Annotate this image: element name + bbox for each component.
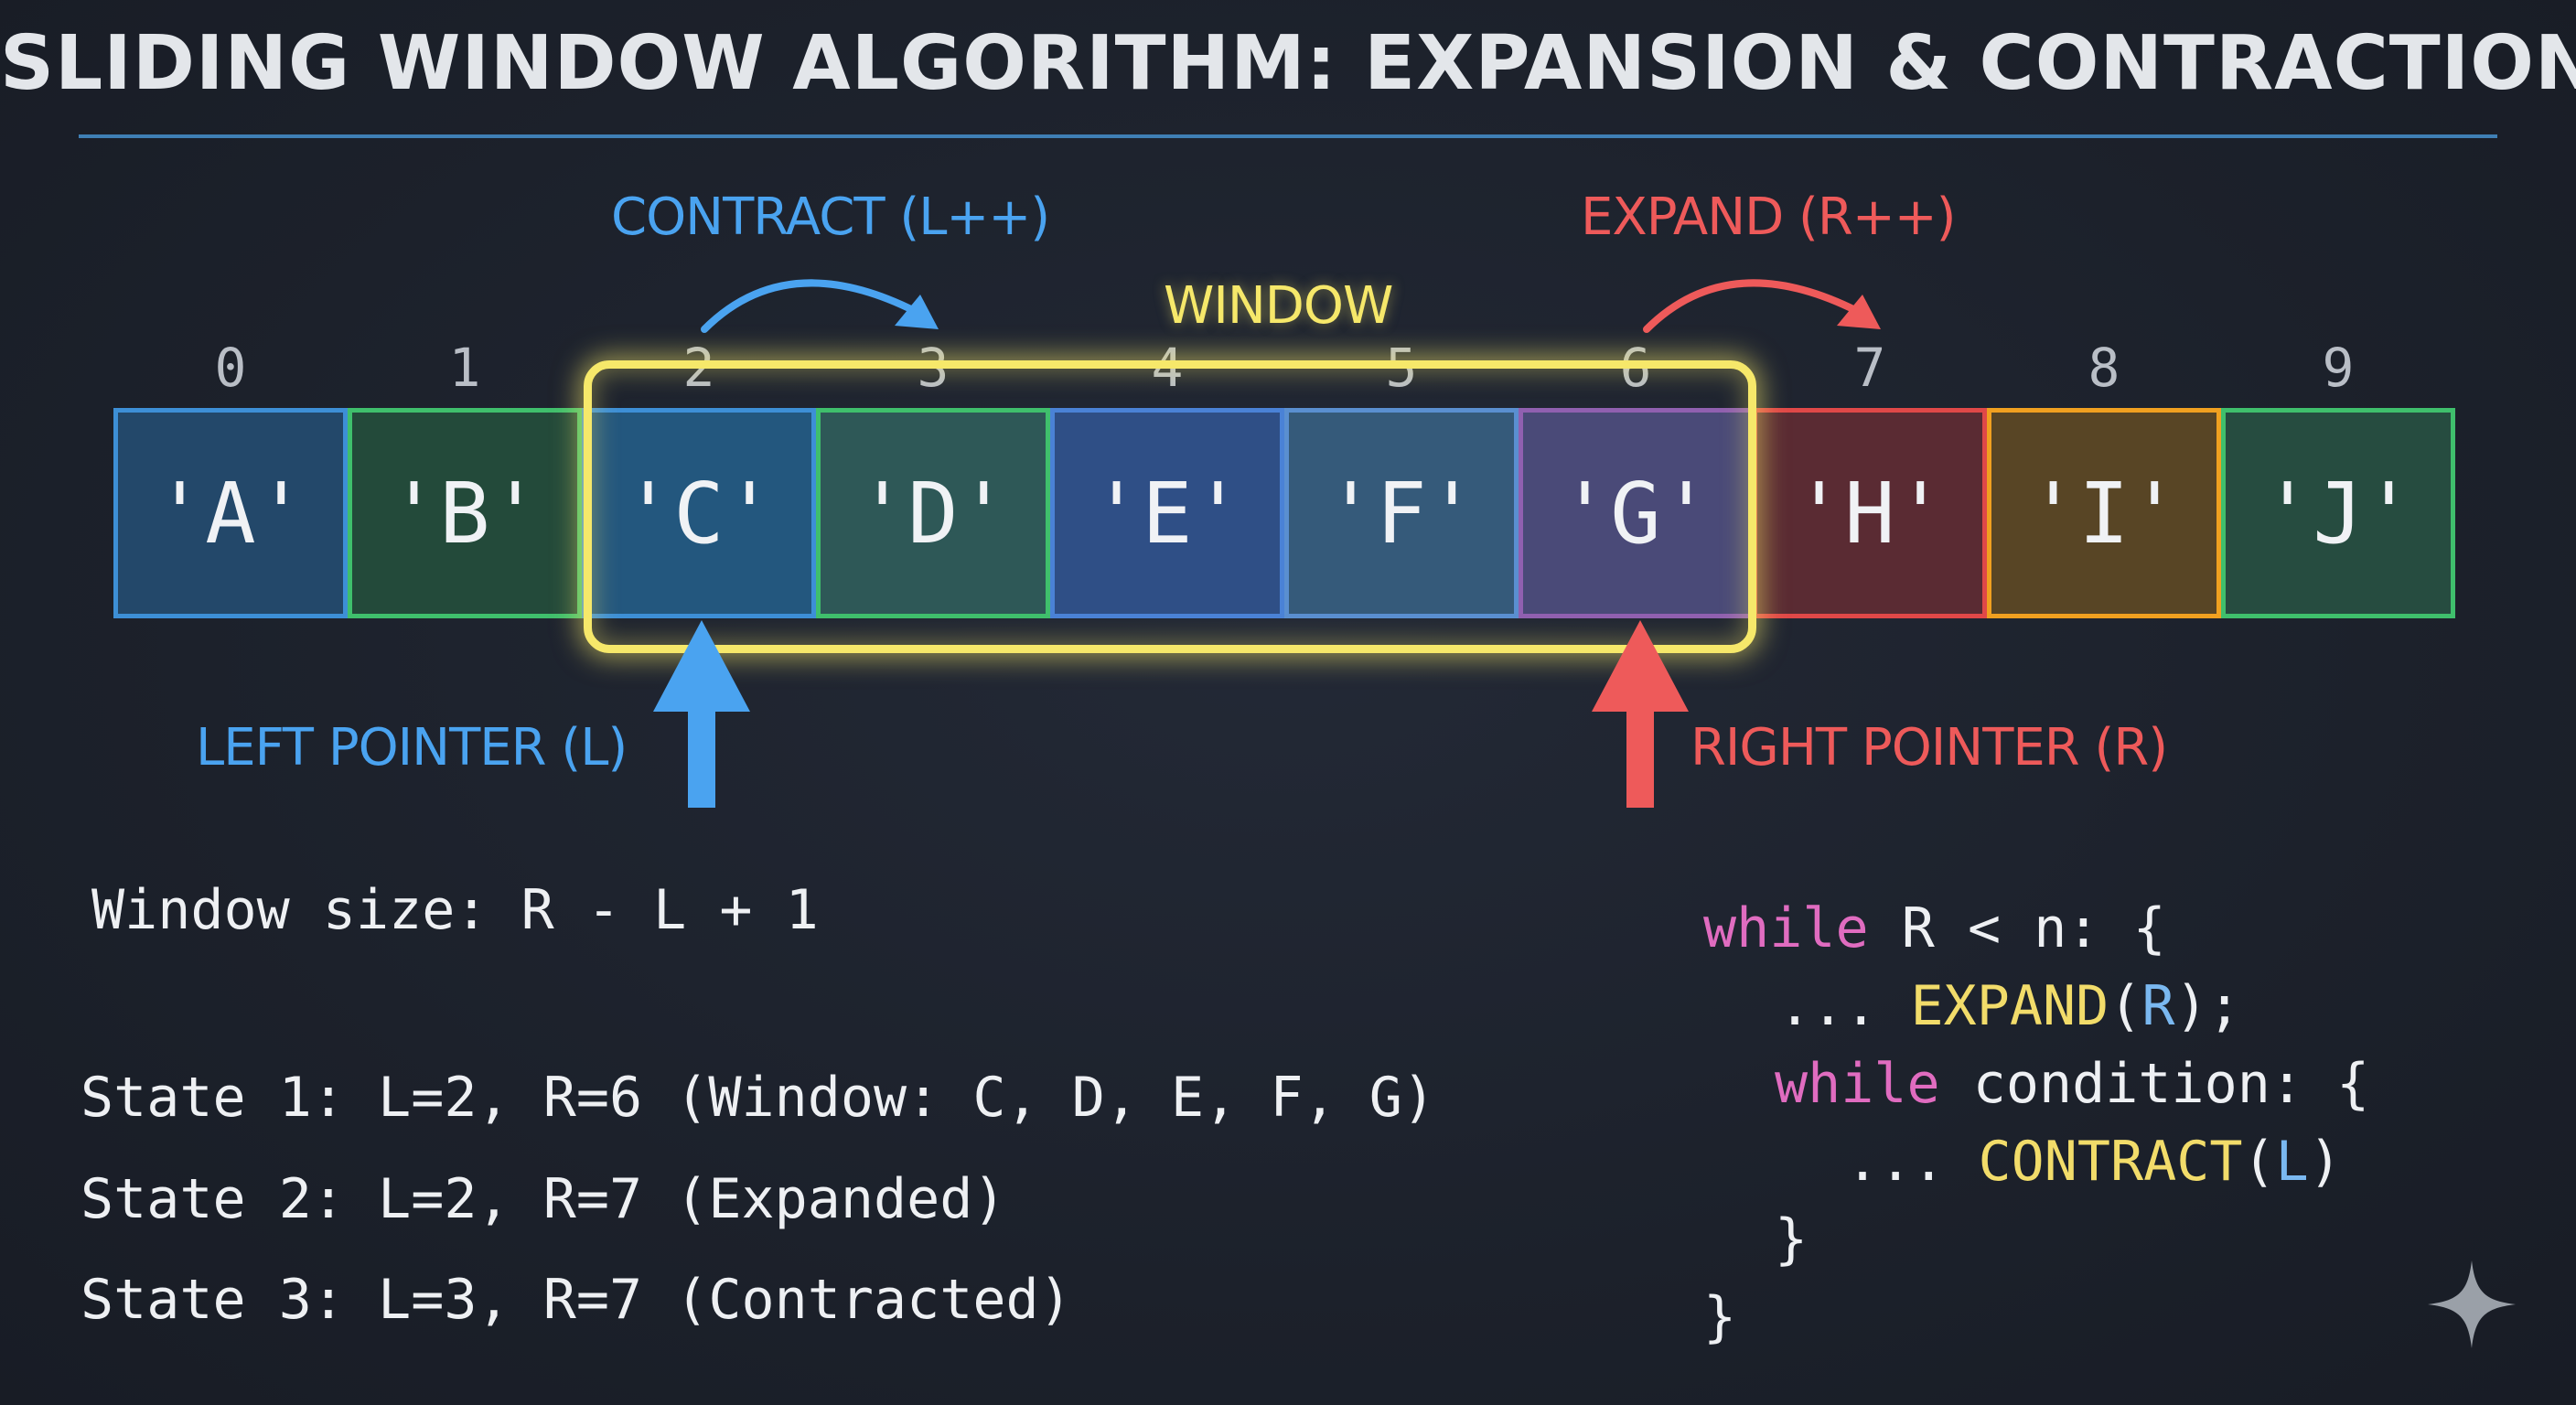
- array-cell: 'G': [1519, 408, 1753, 618]
- code-line-1: while R < n: {: [1703, 896, 2166, 960]
- window-label: WINDOW: [1164, 276, 1393, 336]
- array-cell: 'J': [2221, 408, 2455, 618]
- right-pointer-label: RIGHT POINTER (R): [1690, 718, 2168, 778]
- index-label: 4: [1151, 337, 1184, 399]
- code-line-3: while condition: {: [1775, 1052, 2369, 1116]
- window-size-formula: Window size: R - L + 1: [91, 878, 819, 942]
- index-label: 2: [682, 337, 715, 399]
- left-pointer-label: LEFT POINTER (L): [196, 718, 628, 778]
- code-keyword: while: [1703, 896, 1869, 960]
- code-line-2: ... EXPAND(R);: [1778, 974, 2241, 1038]
- index-label: 8: [2088, 337, 2120, 399]
- title-divider: [79, 134, 2497, 138]
- right-pointer-arrow-icon: [1592, 620, 1689, 808]
- code-function: CONTRACT: [1978, 1130, 2243, 1194]
- code-text: (: [2109, 974, 2142, 1038]
- code-text: condition: {: [1939, 1052, 2370, 1116]
- array-cell: 'D': [816, 408, 1050, 618]
- index-label: 0: [214, 337, 247, 399]
- array-cell: 'E': [1050, 408, 1284, 618]
- code-text: R < n: {: [1868, 896, 2166, 960]
- index-label: 3: [917, 337, 950, 399]
- array-cell: 'C': [582, 408, 816, 618]
- index-label: 9: [2322, 337, 2355, 399]
- page-title: SLIDING WINDOW ALGORITHM: EXPANSION & CO…: [0, 20, 2576, 107]
- code-text: ...: [1846, 1130, 1979, 1194]
- array-cell: 'I': [1987, 408, 2221, 618]
- array-cell: 'A': [113, 408, 348, 618]
- index-label: 1: [448, 337, 481, 399]
- code-text: ): [2308, 1130, 2342, 1194]
- expand-arrow-icon: [1643, 279, 1881, 333]
- code-line-6: }: [1703, 1285, 1737, 1349]
- index-label: 5: [1385, 337, 1418, 399]
- index-label: 7: [1853, 337, 1886, 399]
- code-function: EXPAND: [1910, 974, 2109, 1038]
- left-pointer-arrow-icon: [653, 620, 750, 808]
- expand-label: EXPAND (R++): [1581, 188, 1957, 247]
- index-label: 6: [1619, 337, 1652, 399]
- array-cell: 'B': [348, 408, 582, 618]
- sparkle-icon: [2428, 1260, 2516, 1348]
- state-3: State 3: L=3, R=7 (Contracted): [80, 1268, 1072, 1332]
- code-line-5: }: [1775, 1207, 1809, 1271]
- contract-label: CONTRACT (L++): [611, 188, 1050, 247]
- code-line-4: ... CONTRACT(L): [1846, 1130, 2342, 1194]
- code-variable: L: [2275, 1130, 2309, 1194]
- state-1: State 1: L=2, R=6 (Window: C, D, E, F, G…: [80, 1066, 1436, 1130]
- code-text: ...: [1778, 974, 1911, 1038]
- contract-arrow-icon: [701, 279, 939, 333]
- code-text: );: [2174, 974, 2241, 1038]
- code-variable: R: [2141, 974, 2175, 1038]
- state-2: State 2: L=2, R=7 (Expanded): [80, 1167, 1006, 1231]
- code-keyword: while: [1775, 1052, 1940, 1116]
- array-cell: 'H': [1753, 408, 1987, 618]
- code-text: (: [2242, 1130, 2276, 1194]
- array-cell: 'F': [1284, 408, 1519, 618]
